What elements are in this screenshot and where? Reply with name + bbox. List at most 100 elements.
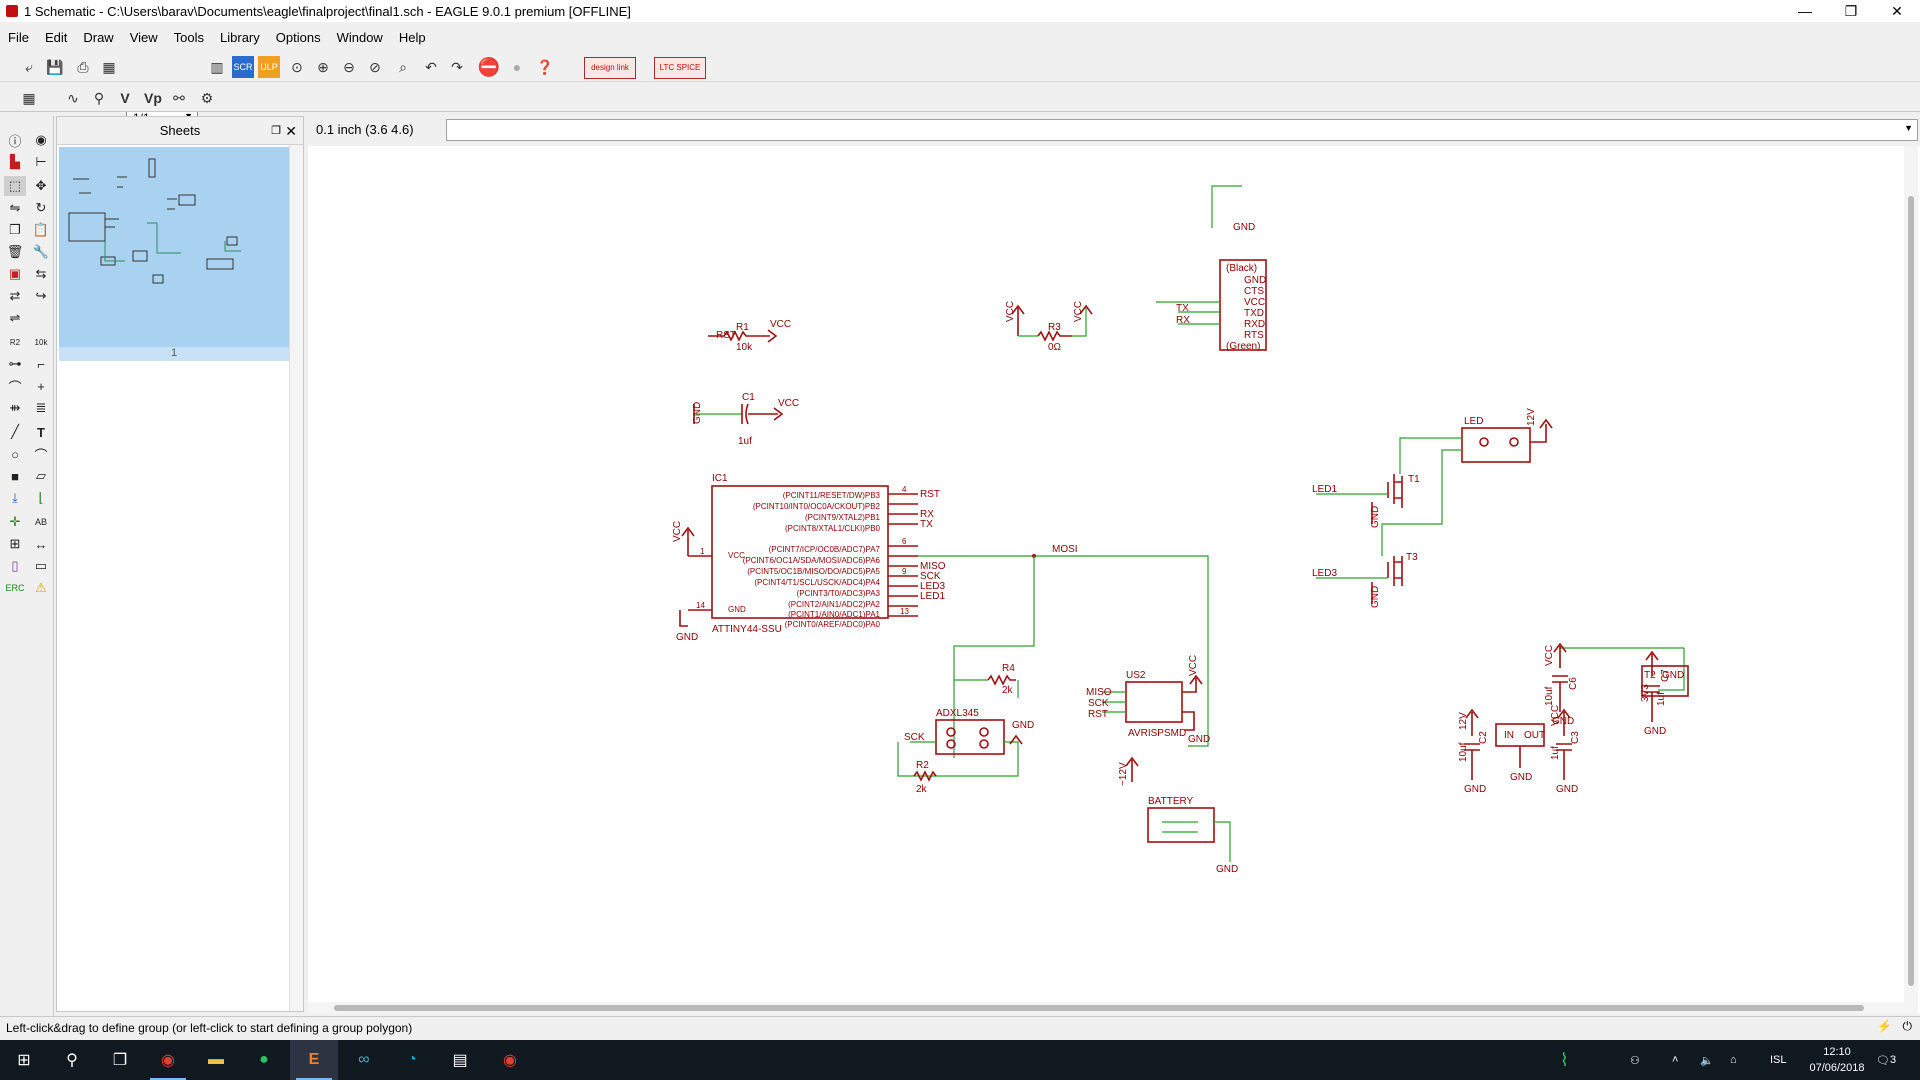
align-icon[interactable]: ≣ bbox=[35, 400, 47, 415]
command-input[interactable]: ▼ bbox=[446, 119, 1918, 141]
clock[interactable]: 12:10 07/06/2018 bbox=[1802, 1044, 1872, 1076]
vp-icon[interactable]: Vp bbox=[144, 90, 162, 106]
eagle-taskbar-icon[interactable]: E bbox=[290, 1040, 338, 1080]
maximize-button[interactable]: ❐ bbox=[1844, 2, 1858, 19]
split-icon[interactable]: ⌒ bbox=[8, 379, 22, 395]
change-icon[interactable]: ⇌ bbox=[9, 310, 21, 325]
line-icon[interactable]: ╱ bbox=[11, 424, 19, 439]
save-icon[interactable]: 💾 bbox=[46, 58, 64, 75]
redo-icon[interactable]: ↷ bbox=[451, 58, 463, 75]
print-icon[interactable]: ⎙ bbox=[77, 58, 89, 75]
menu-options[interactable]: Options bbox=[275, 29, 321, 45]
arc-icon[interactable]: ⌒ bbox=[34, 447, 48, 463]
menu-library[interactable]: Library bbox=[220, 29, 260, 45]
circle-icon[interactable]: ○ bbox=[11, 446, 19, 462]
ltspice-button[interactable]: LTC SPICE bbox=[654, 57, 706, 79]
panel-scrollbar[interactable] bbox=[289, 145, 303, 1011]
polygon-icon[interactable]: ▱ bbox=[36, 468, 46, 483]
task-view-icon[interactable]: ❐ bbox=[112, 1052, 128, 1069]
name-icon[interactable]: R2 bbox=[9, 337, 21, 347]
rotate-icon[interactable]: ↻ bbox=[35, 200, 47, 215]
text-icon[interactable]: T bbox=[37, 424, 45, 440]
miter-icon[interactable]: ⌐ bbox=[37, 356, 45, 372]
erc-icon[interactable]: ERC bbox=[5, 583, 25, 593]
chevron-up-icon[interactable]: ˄ bbox=[1672, 1054, 1679, 1066]
delete-icon[interactable]: 🗑 bbox=[6, 244, 24, 259]
rect-icon[interactable]: ■ bbox=[11, 468, 19, 484]
net-tool-icon[interactable]: ⤓ bbox=[12, 490, 18, 505]
attribute-icon[interactable]: ⊞ bbox=[9, 536, 21, 551]
undo-icon[interactable]: ↶ bbox=[425, 58, 437, 75]
zoom-fit-icon[interactable]: ⊙ bbox=[291, 58, 303, 75]
board-icon[interactable]: ▥ bbox=[210, 58, 224, 75]
float-icon[interactable]: ❐ bbox=[271, 125, 281, 137]
open-icon[interactable]: ⤶ bbox=[25, 58, 33, 75]
value-tool-icon[interactable]: 10k bbox=[34, 337, 48, 347]
notepad-icon[interactable]: ▤ bbox=[452, 1052, 468, 1069]
bus-icon[interactable]: ⌊ bbox=[38, 490, 44, 505]
value-icon[interactable]: V bbox=[120, 90, 130, 106]
zoom-out-icon[interactable]: ⊖ bbox=[343, 58, 355, 75]
group-icon[interactable]: ⬚ bbox=[4, 176, 26, 196]
menu-window[interactable]: Window bbox=[336, 29, 383, 45]
gear-icon[interactable]: ⚙ bbox=[200, 89, 214, 106]
ulp-icon[interactable]: ULP bbox=[258, 56, 280, 78]
junction-icon[interactable]: ✛ bbox=[9, 514, 21, 529]
help-icon[interactable]: ❓ bbox=[536, 58, 554, 75]
spotify-icon[interactable]: ● bbox=[259, 1051, 269, 1068]
zoom-in-icon[interactable]: ⊕ bbox=[317, 58, 329, 75]
menu-help[interactable]: Help bbox=[398, 29, 426, 45]
info-icon[interactable]: ⓘ bbox=[8, 133, 22, 149]
add-part-icon[interactable]: ▣ bbox=[8, 266, 22, 281]
wrench-icon[interactable]: 🔧 bbox=[32, 244, 50, 259]
start-icon[interactable]: ⊞ bbox=[17, 1052, 31, 1069]
menu-file[interactable]: File bbox=[8, 29, 29, 45]
network-icon[interactable]: ⌂ bbox=[1730, 1054, 1737, 1066]
design-link-button[interactable]: design link bbox=[584, 57, 636, 79]
minimize-button[interactable]: — bbox=[1798, 3, 1812, 19]
go-icon[interactable]: ● bbox=[512, 59, 522, 75]
eye-icon[interactable]: ◉ bbox=[35, 132, 47, 147]
net-break-icon[interactable]: ⇻ bbox=[9, 400, 21, 415]
schematic-canvas[interactable]: .w { stroke: #2ca02c; stroke-width: 1.2;… bbox=[308, 146, 1920, 1014]
zoom-redraw-icon[interactable]: ⊘ bbox=[369, 58, 381, 75]
copy-icon[interactable]: ❐ bbox=[9, 222, 21, 237]
layers-icon[interactable]: ▙ bbox=[10, 154, 20, 169]
replace-icon[interactable]: ⇄ bbox=[9, 288, 21, 303]
monitor-icon[interactable]: ⌇ bbox=[1560, 1049, 1569, 1070]
menu-tools[interactable]: Tools bbox=[173, 29, 205, 45]
cam-icon[interactable]: ▦ bbox=[102, 58, 116, 75]
share-icon[interactable]: ⚯ bbox=[173, 89, 185, 106]
smash-icon[interactable]: ⊶ bbox=[8, 356, 22, 371]
stop-icon[interactable]: ⛔ bbox=[477, 56, 501, 77]
grid-icon[interactable]: ▦ bbox=[22, 89, 36, 106]
pinswap-icon[interactable]: ⇆ bbox=[35, 266, 47, 281]
menu-edit[interactable]: Edit bbox=[44, 29, 68, 45]
vertical-scrollbar[interactable] bbox=[1904, 146, 1918, 1014]
net-icon[interactable]: ∿ bbox=[67, 89, 79, 106]
stop-status-icon[interactable]: ⏻ bbox=[1902, 1019, 1913, 1033]
search-icon[interactable]: ⚲ bbox=[93, 89, 105, 106]
horizontal-scrollbar[interactable] bbox=[308, 1002, 1904, 1014]
volume-icon[interactable]: 🔈 bbox=[1700, 1054, 1714, 1067]
dimension-icon[interactable]: ↔ bbox=[34, 536, 48, 552]
mirror-icon[interactable]: ⇋ bbox=[9, 200, 21, 215]
frame-icon[interactable]: ▯ bbox=[11, 558, 19, 573]
close-icon[interactable]: ✕ bbox=[285, 123, 297, 139]
search-icon[interactable]: ⚲ bbox=[66, 1052, 78, 1069]
menu-view[interactable]: View bbox=[129, 29, 158, 45]
close-button[interactable]: ✕ bbox=[1891, 2, 1903, 19]
warning-icon[interactable]: ⚠ bbox=[35, 580, 47, 595]
invoke-icon[interactable]: ↪ bbox=[35, 288, 47, 303]
file-explorer-icon[interactable]: ▬ bbox=[208, 1051, 224, 1068]
people-icon[interactable]: ⚇ bbox=[1630, 1054, 1640, 1067]
script-icon[interactable]: SCR bbox=[232, 56, 254, 78]
move-icon[interactable]: ✥ bbox=[35, 178, 47, 193]
sheet-thumbnail[interactable] bbox=[59, 147, 289, 347]
vertical-scroll-thumb[interactable] bbox=[1908, 196, 1914, 986]
cortana-icon[interactable]: ◔ bbox=[407, 1051, 417, 1068]
join-icon[interactable]: + bbox=[37, 378, 45, 394]
arduino-icon[interactable]: ∞ bbox=[358, 1051, 370, 1068]
notifications-icon[interactable]: 🗨 3 bbox=[1876, 1054, 1897, 1067]
mark-icon[interactable]: ⊢ bbox=[35, 154, 47, 169]
